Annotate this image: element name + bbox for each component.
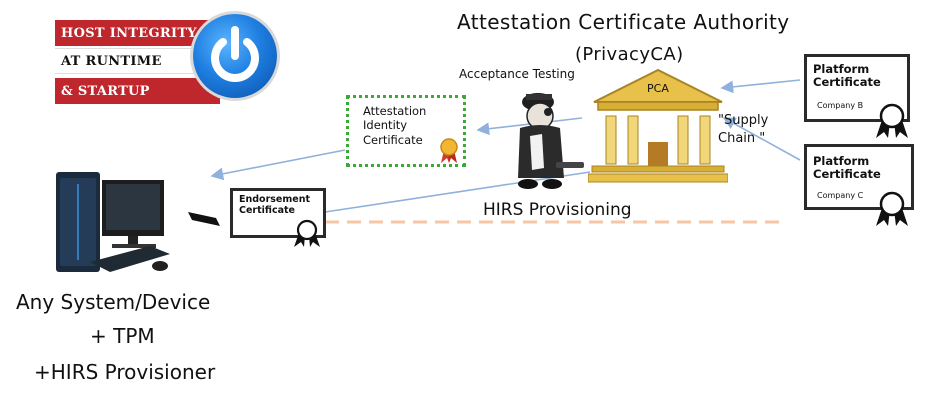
platform-c-line-1: Platform — [813, 154, 870, 168]
ribbon-seal-icon — [294, 219, 320, 247]
attestation-line-1: Attestation — [363, 104, 427, 118]
platform-c-line-2: Certificate — [813, 167, 881, 182]
system-line-2: + TPM — [90, 324, 155, 348]
system-line-1: Any System/Device — [16, 290, 211, 314]
ribbon-seal-icon — [876, 103, 908, 138]
logo-line-1: HOST INTEGRITY — [55, 20, 220, 46]
platform-b-line-2: Certificate — [813, 75, 881, 90]
system-line-3: +HIRS Provisioner — [34, 360, 216, 384]
hirs-provisioning-label: HIRS Provisioning — [483, 200, 632, 220]
supply-chain-line-1: "Supply — [718, 113, 769, 128]
page-title: Attestation Certificate Authority — [457, 10, 790, 34]
supply-chain-line-2: Chain " — [718, 131, 766, 147]
logo-line-3: & STARTUP — [55, 78, 220, 104]
computer-icon — [56, 172, 220, 272]
logo-line-2: AT RUNTIME — [55, 48, 220, 74]
ribbon-seal-icon — [876, 191, 908, 226]
power-icon — [193, 14, 277, 98]
seal-icon — [440, 138, 458, 163]
attestation-line-2: Identity — [363, 118, 408, 133]
platform-b-company: Company B — [817, 101, 864, 110]
endorsement-line-2: Certificate — [239, 204, 295, 216]
page-subtitle: (PrivacyCA) — [575, 44, 684, 65]
platform-b-line-1: Platform — [813, 62, 870, 76]
endorsement-line-1: Endorsement — [239, 194, 311, 205]
pca-building-icon — [588, 68, 728, 183]
platform-c-company: Company C — [817, 191, 864, 200]
pca-label: PCA — [647, 82, 669, 95]
security-guard-icon — [518, 93, 584, 189]
supply-chain-label: "Supply Chain " — [718, 112, 768, 148]
attestation-line-3: Certificate — [363, 132, 423, 147]
acceptance-testing-label: Acceptance Testing — [459, 67, 575, 81]
platform-certificate-c: Platform Certificate Company C — [804, 144, 914, 210]
attestation-certificate: Attestation Identity Certificate — [346, 95, 466, 167]
